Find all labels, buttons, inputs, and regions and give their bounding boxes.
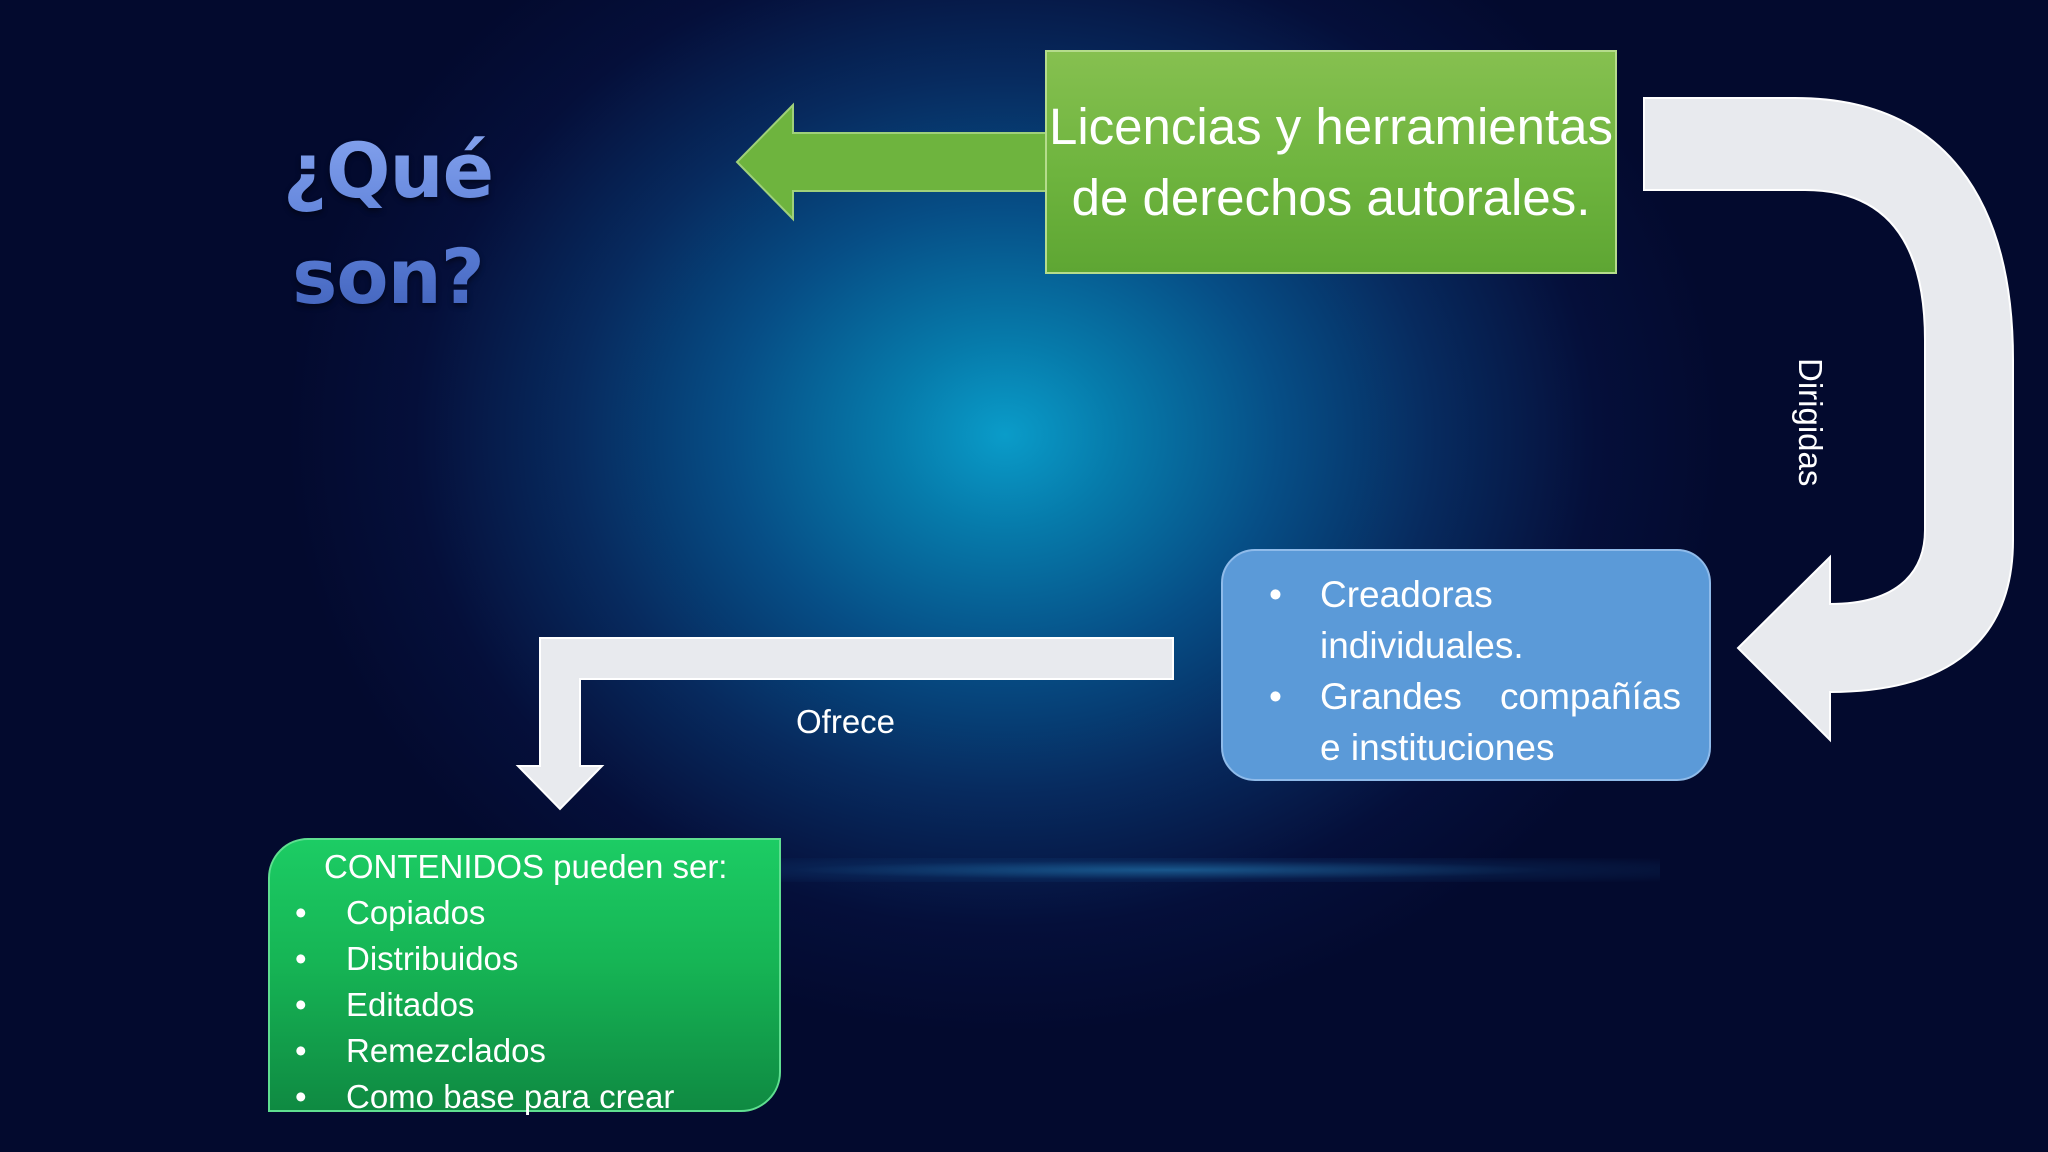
list-item: Como base para crear [270, 1074, 779, 1120]
list-item: Creadoras individuales. [1251, 569, 1681, 671]
list-item: Remezclados [270, 1028, 779, 1074]
connector-label-dirigidas: Dirigidas [1792, 358, 1829, 487]
audience-box: Creadoras individuales. Grandes compañía… [1221, 549, 1711, 781]
licenses-box-text: Licencias y herramientas de derechos aut… [1048, 98, 1614, 226]
audience-list: Creadoras individuales. Grandes compañía… [1251, 569, 1681, 773]
slide-title: ¿Qué son? [250, 118, 526, 330]
list-item: Copiados [270, 890, 779, 936]
floor-reflection [680, 858, 1660, 882]
connector-label-ofrece: Ofrece [796, 703, 896, 740]
list-item: Editados [270, 982, 779, 1028]
list-item: Distribuidos [270, 936, 779, 982]
content-box: CONTENIDOS pueden ser: Copiados Distribu… [268, 838, 781, 1120]
title-line-2: son? [292, 232, 484, 321]
title-line-1: ¿Qué [282, 126, 494, 215]
curved-arrow-dirigidas [1643, 97, 2014, 743]
list-item: Grandes compañías e instituciones [1251, 671, 1681, 773]
content-list: Copiados Distribuidos Editados Remezclad… [270, 890, 779, 1120]
licenses-box: Licencias y herramientas de derechos aut… [1045, 50, 1617, 274]
elbow-arrow-ofrece [515, 637, 1174, 811]
left-arrow [735, 102, 1047, 222]
content-box-header: CONTENIDOS pueden ser: [324, 848, 728, 885]
